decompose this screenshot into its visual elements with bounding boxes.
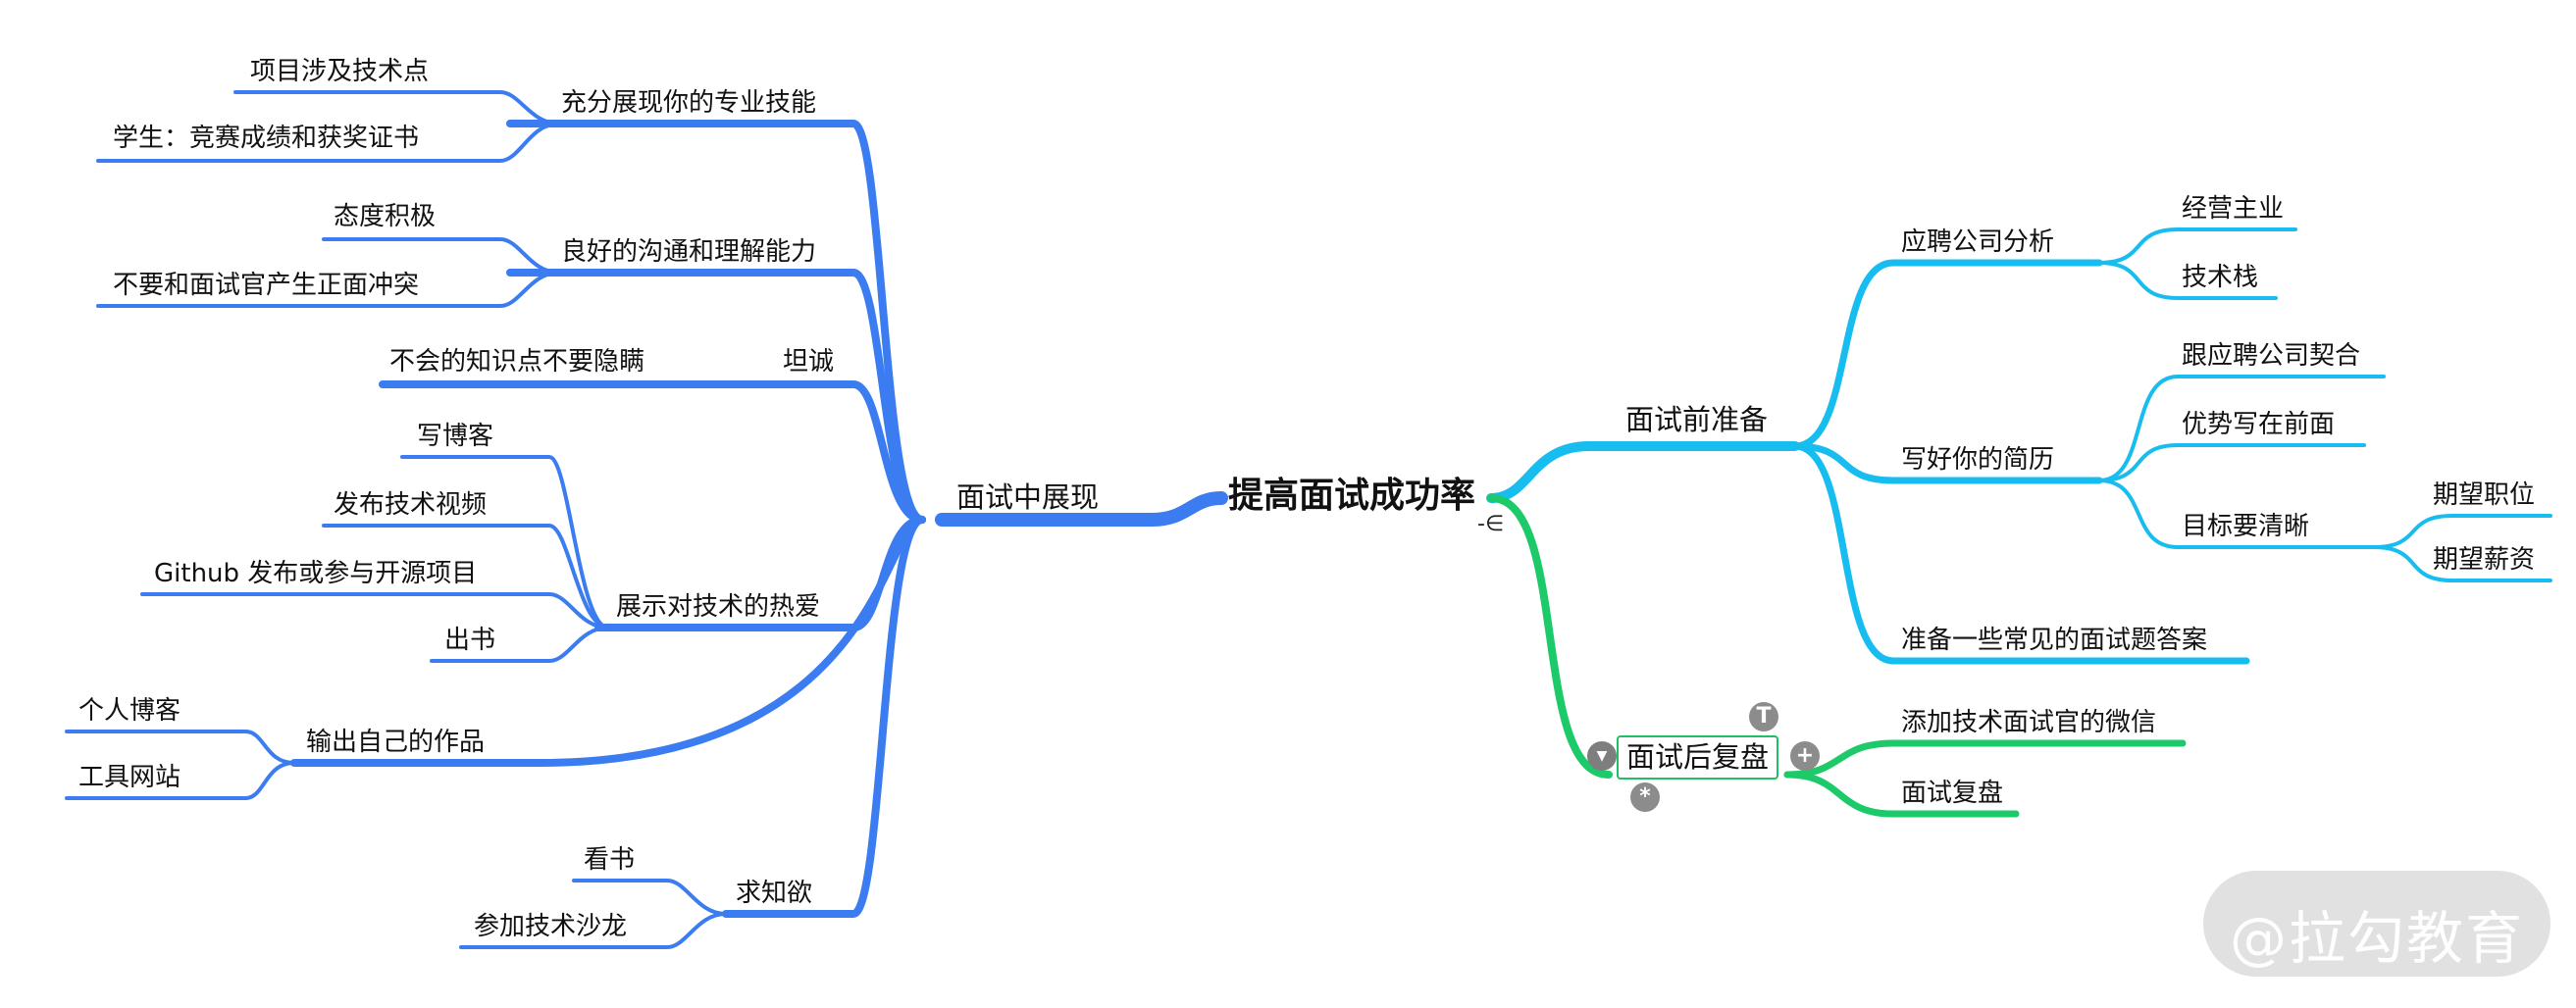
link-tool-site <box>65 761 296 800</box>
topic-clear-goal[interactable]: 目标要清晰 <box>2182 512 2310 541</box>
link-prepare-answers <box>1791 442 2250 665</box>
link-book <box>430 626 610 663</box>
topic-add-wechat[interactable]: 添加技术面试官的微信 <box>1901 708 2157 737</box>
topic-company-analysis[interactable]: 应聘公司分析 <box>1901 227 2055 257</box>
root-topic[interactable]: 提高面试成功率 <box>1228 476 1476 516</box>
insert-topic-icon[interactable]: T <box>1749 702 1778 731</box>
link-add-wechat <box>1783 739 2187 779</box>
topic-before-interview[interactable]: 面试前准备 <box>1625 403 1769 436</box>
topic-personal-blog[interactable]: 个人博客 <box>78 696 181 726</box>
link-salon <box>459 912 728 949</box>
topic-match-company[interactable]: 跟应聘公司契合 <box>2182 341 2361 371</box>
link-root-before <box>1486 441 1800 503</box>
topic-github[interactable]: Github 发布或参与开源项目 <box>154 559 478 588</box>
topic-output-works[interactable]: 输出自己的作品 <box>306 728 486 757</box>
link-communication <box>506 269 926 524</box>
topic-main-business[interactable]: 经营主业 <box>2182 194 2285 224</box>
link-main-business <box>2097 227 2297 265</box>
topic-interview-show[interactable]: 面试中展现 <box>956 480 1100 514</box>
link-positive <box>322 237 561 275</box>
link-strengths <box>2097 443 2366 482</box>
topic-after-interview[interactable]: 面试后复盘 <box>1617 735 1779 780</box>
link-github <box>140 592 610 630</box>
topic-prepare-answers[interactable]: 准备一些常见的面试题答案 <box>1901 626 2208 655</box>
topic-no-conflict[interactable]: 不要和面试官产生正面冲突 <box>113 271 420 300</box>
link-curiosity <box>722 516 926 918</box>
link-goal <box>2097 479 2376 549</box>
topic-tech-video[interactable]: 发布技术视频 <box>334 490 488 520</box>
topic-student-awards[interactable]: 学生：竞赛成绩和获奖证书 <box>113 124 420 153</box>
link-project-tech <box>233 90 561 126</box>
link-match <box>2097 375 2386 482</box>
link-skills <box>506 120 926 524</box>
topic-expected-salary[interactable]: 期望薪资 <box>2433 545 2536 575</box>
root-marker: -∈ <box>1477 512 1505 536</box>
topic-professional-skills[interactable]: 充分展现你的专业技能 <box>561 88 817 118</box>
link-root-after <box>1487 494 1613 779</box>
link-output <box>290 516 926 767</box>
topic-no-hiding[interactable]: 不会的知识点不要隐瞒 <box>389 347 645 377</box>
link-resume <box>1791 442 2103 484</box>
link-review <box>1783 771 2020 818</box>
topic-resume[interactable]: 写好你的简历 <box>1901 445 2055 475</box>
topic-expected-position[interactable]: 期望职位 <box>2433 480 2536 510</box>
topic-review[interactable]: 面试复盘 <box>1901 779 2004 808</box>
link-honesty <box>379 380 926 524</box>
topic-tech-salon[interactable]: 参加技术沙龙 <box>474 912 628 941</box>
topic-tool-site[interactable]: 工具网站 <box>78 763 181 792</box>
topic-positive-attitude[interactable]: 态度积极 <box>334 202 437 231</box>
topic-reading[interactable]: 看书 <box>584 845 636 875</box>
link-video <box>322 524 610 630</box>
topic-strengths-first[interactable]: 优势写在前面 <box>2182 410 2336 439</box>
link-no-conflict <box>96 271 561 308</box>
add-subtopic-icon[interactable]: + <box>1790 741 1820 771</box>
topic-book[interactable]: 出书 <box>444 626 496 655</box>
topic-tech-passion[interactable]: 展示对技术的热爱 <box>616 592 821 622</box>
watermark-badge: @拉勾教育 <box>2203 871 2550 977</box>
link-reading <box>572 879 728 916</box>
watermark-text: @拉勾教育 <box>2229 905 2524 972</box>
link-salary <box>2372 545 2552 582</box>
add-detail-icon[interactable]: * <box>1630 782 1660 812</box>
topic-communication[interactable]: 良好的沟通和理解能力 <box>561 237 817 267</box>
collapse-icon[interactable]: ▼ <box>1587 741 1617 771</box>
link-student-awards <box>96 122 561 163</box>
link-root-left <box>935 491 1228 527</box>
topic-honesty[interactable]: 坦诚 <box>783 347 835 377</box>
topic-tech-stack[interactable]: 技术栈 <box>2182 263 2259 292</box>
link-tech-stack <box>2097 261 2278 300</box>
link-company-analysis <box>1791 259 2103 450</box>
link-blog <box>400 455 610 630</box>
link-personal-blog <box>65 730 296 765</box>
topic-project-tech[interactable]: 项目涉及技术点 <box>250 57 430 86</box>
topic-blog[interactable]: 写博客 <box>417 422 494 451</box>
topic-curiosity[interactable]: 求知欲 <box>736 879 813 908</box>
link-position <box>2372 514 2552 549</box>
